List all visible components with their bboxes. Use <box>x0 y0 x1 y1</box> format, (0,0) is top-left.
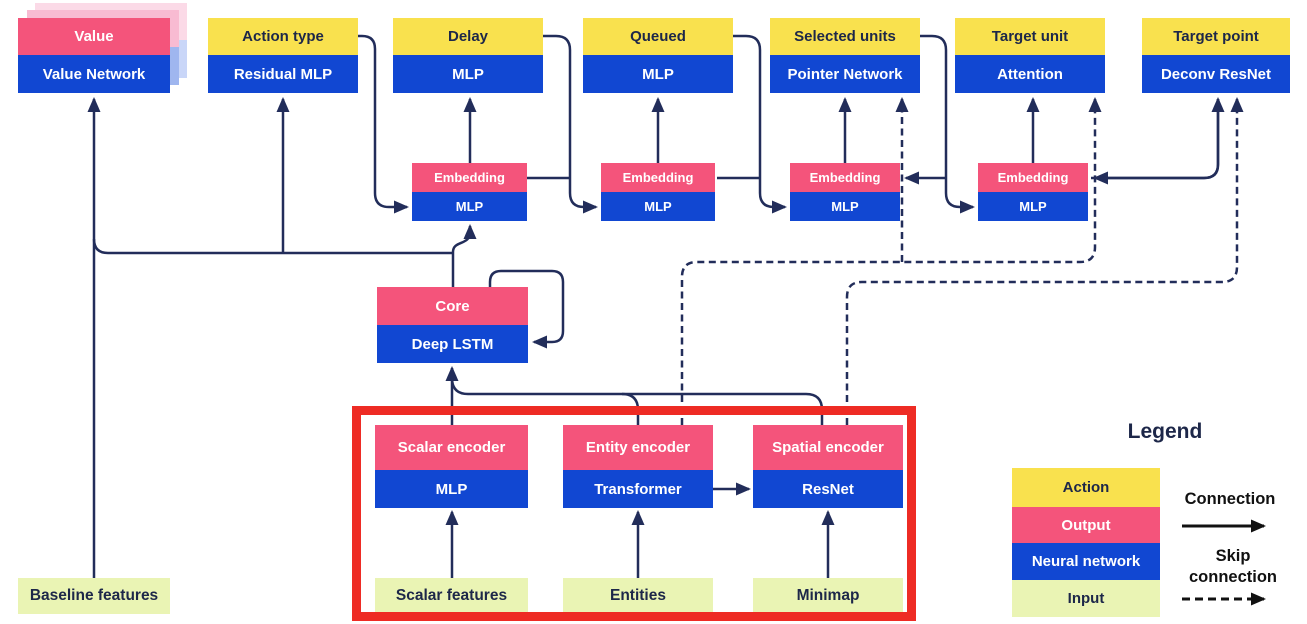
spatial-encoder-title: Spatial encoder <box>753 425 903 470</box>
node-action-type: Action type Residual MLP <box>208 18 358 93</box>
selected-units-title: Selected units <box>770 18 920 55</box>
legend-swatch-action: Action <box>1012 468 1160 507</box>
node-minimap: Minimap <box>753 578 903 614</box>
core-network-label: Deep LSTM <box>377 325 528 363</box>
connection-delay-to-embedding2 <box>543 34 598 214</box>
node-scalar-features: Scalar features <box>375 578 528 614</box>
connection-lstm-to-left <box>92 238 453 255</box>
embedding4-title: Embedding <box>978 163 1088 192</box>
action-type-title: Action type <box>208 18 358 55</box>
queued-title: Queued <box>583 18 733 55</box>
selected-units-network-label: Pointer Network <box>770 55 920 93</box>
skip-spatial-to-deconv <box>845 97 1244 425</box>
node-embedding-3: Embedding MLP <box>790 163 900 221</box>
entity-encoder-title: Entity encoder <box>563 425 713 470</box>
embedding2-title: Embedding <box>601 163 715 192</box>
embedding3-title: Embedding <box>790 163 900 192</box>
spatial-encoder-network-label: ResNet <box>753 470 903 508</box>
connection-selectedunits-to-embedding4 <box>920 34 975 214</box>
scalar-encoder-network-label: MLP <box>375 470 528 508</box>
node-delay: Delay MLP <box>393 18 543 93</box>
action-type-network-label: Residual MLP <box>208 55 358 93</box>
node-value: Value Value Network <box>18 18 170 93</box>
legend-connection-label: Connection <box>1184 490 1276 508</box>
connection-queued-to-embedding3 <box>733 34 787 214</box>
legend-title: Legend <box>1127 420 1203 443</box>
scalar-encoder-title: Scalar encoder <box>375 425 528 470</box>
entity-encoder-network-label: Transformer <box>563 470 713 508</box>
connection-spatial-to-lstm <box>450 377 824 425</box>
node-baseline-features: Baseline features <box>18 578 170 614</box>
connection-embedding4-to-deconv <box>1091 97 1225 180</box>
node-spatial-encoder: Spatial encoder ResNet <box>753 425 903 508</box>
target-point-title: Target point <box>1142 18 1290 55</box>
node-target-unit: Target unit Attention <box>955 18 1105 93</box>
skip-entity-to-attention <box>680 97 1102 425</box>
node-embedding-2: Embedding MLP <box>601 163 715 221</box>
value-network-label: Value Network <box>18 55 170 93</box>
embedding2-network-label: MLP <box>601 192 715 221</box>
value-title: Value <box>18 18 170 55</box>
embedding1-title: Embedding <box>412 163 527 192</box>
queued-network-label: MLP <box>583 55 733 93</box>
node-core: Core Deep LSTM <box>377 287 528 363</box>
encoder-highlight-frame <box>352 406 916 621</box>
legend-skip-connection-label: Skip connection <box>1188 547 1277 587</box>
node-embedding-4: Embedding MLP <box>978 163 1088 221</box>
legend-swatch-input: Input <box>1012 580 1160 617</box>
node-entities: Entities <box>563 578 713 614</box>
connection-lstm-recurrent-loop <box>488 269 565 349</box>
embedding4-network-label: MLP <box>978 192 1088 221</box>
node-scalar-encoder: Scalar encoder MLP <box>375 425 528 508</box>
target-point-network-label: Deconv ResNet <box>1142 55 1290 93</box>
node-embedding-1: Embedding MLP <box>412 163 527 221</box>
legend-swatch-neural-network: Neural network <box>1012 543 1160 580</box>
delay-title: Delay <box>393 18 543 55</box>
node-target-point: Target point Deconv ResNet <box>1142 18 1290 93</box>
node-queued: Queued MLP <box>583 18 733 93</box>
target-unit-network-label: Attention <box>955 55 1105 93</box>
connection-into-embedding4 <box>1093 99 1220 185</box>
target-unit-title: Target unit <box>955 18 1105 55</box>
core-title: Core <box>377 287 528 325</box>
node-selected-units: Selected units Pointer Network <box>770 18 920 93</box>
connection-core-to-embedding1 <box>451 224 477 287</box>
embedding3-network-label: MLP <box>790 192 900 221</box>
legend-swatch-output: Output <box>1012 507 1160 543</box>
delay-network-label: MLP <box>393 55 543 93</box>
embedding1-network-label: MLP <box>412 192 527 221</box>
connection-actiontype-to-embedding1 <box>358 34 409 214</box>
node-entity-encoder: Entity encoder Transformer <box>563 425 713 508</box>
